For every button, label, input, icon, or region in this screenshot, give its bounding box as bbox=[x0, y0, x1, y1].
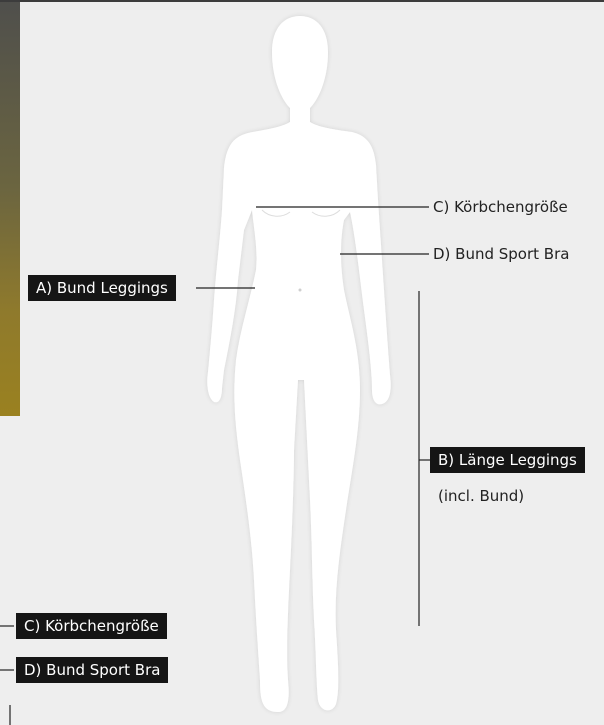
legend-cup-size-label: C) Körbchengröße bbox=[16, 613, 167, 639]
navel-mark bbox=[299, 289, 302, 292]
leggings-length-label: B) Länge Leggings bbox=[430, 447, 585, 473]
silhouette bbox=[207, 16, 390, 712]
legend-sport-bra-label: D) Bund Sport Bra bbox=[16, 657, 168, 683]
sport-bra-band-label: D) Bund Sport Bra bbox=[433, 244, 569, 264]
leggings-length-note: (incl. Bund) bbox=[438, 486, 524, 506]
body-shape bbox=[207, 16, 390, 712]
leggings-waistband-label: A) Bund Leggings bbox=[28, 275, 176, 301]
cup-size-label: C) Körbchengröße bbox=[433, 197, 568, 217]
